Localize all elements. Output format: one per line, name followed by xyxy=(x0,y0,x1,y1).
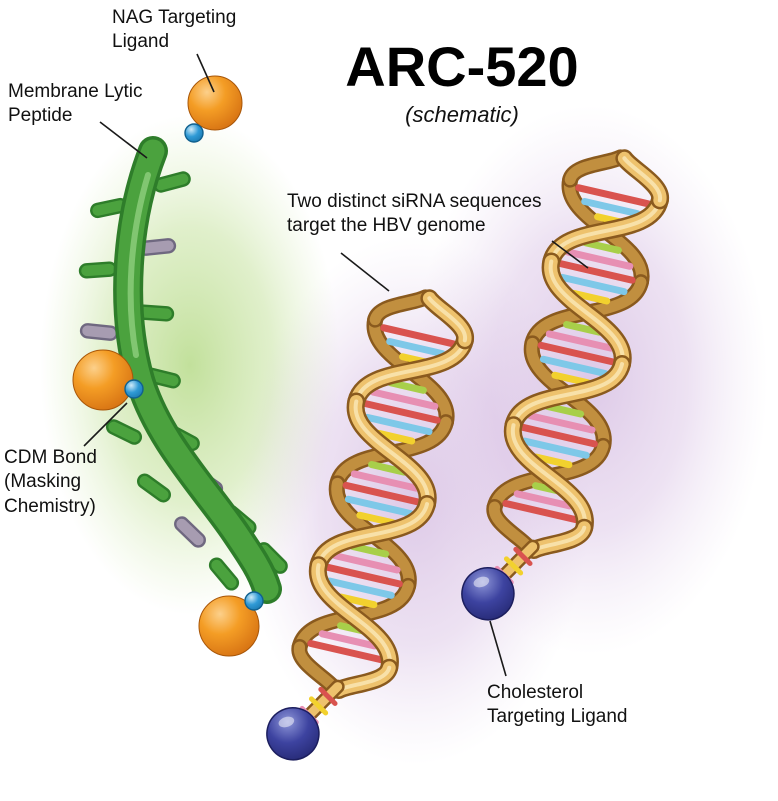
side-chain-masked xyxy=(174,516,206,548)
pointer-lines xyxy=(83,53,589,677)
tail-tick xyxy=(318,686,338,706)
nag-ligand-sphere xyxy=(187,75,243,131)
base-pair-rung xyxy=(532,453,573,469)
side-chain xyxy=(78,261,118,279)
base-pair-rung xyxy=(575,184,653,208)
nag-ligand-sphere xyxy=(198,595,260,657)
cholesterol-pointer-line xyxy=(489,620,507,677)
sirna-helix-left xyxy=(266,289,474,761)
cdm-bond-label: CDM Bond (Masking Chemistry) xyxy=(4,447,97,517)
base-pair-rung xyxy=(564,248,634,270)
sirna-pointer-line-left xyxy=(340,252,390,292)
base-pair-rung xyxy=(326,577,395,599)
cdm-bond-dot xyxy=(244,591,264,611)
base-pair-rung xyxy=(323,563,403,588)
base-pair-rung xyxy=(526,412,596,434)
base-pair-rung xyxy=(356,511,397,527)
sphere-highlight xyxy=(473,576,490,588)
base-pair-rung xyxy=(581,239,622,254)
helix-strand-highlight xyxy=(510,423,587,530)
cdm-pointer-line xyxy=(83,402,128,447)
base-pair-rung xyxy=(563,321,604,336)
base-pair-rung xyxy=(539,355,609,377)
base-pair-rung xyxy=(350,470,420,492)
helix-strand-highlight xyxy=(511,362,625,428)
base-pair-rung xyxy=(344,495,414,517)
tail-tick xyxy=(513,546,533,566)
base-pair-rung xyxy=(386,337,446,358)
nag-ligand-sphere xyxy=(72,349,134,411)
helix-strand-highlight xyxy=(622,156,662,203)
base-pair-rung xyxy=(558,273,628,296)
helix-strand-highlight xyxy=(353,399,430,507)
helix-strand-highlight xyxy=(548,259,625,367)
sphere-highlight xyxy=(278,716,295,728)
base-pair-rung xyxy=(331,552,401,574)
side-chain xyxy=(208,557,240,591)
sirna-helices xyxy=(266,149,669,761)
helix-strand-highlight xyxy=(315,563,392,670)
side-chain-masked xyxy=(79,323,119,341)
cdm-bond-dot xyxy=(124,379,144,399)
base-pair-rung xyxy=(502,499,580,524)
page-subtitle: (schematic) xyxy=(405,102,519,127)
membrane-pointer-line xyxy=(99,121,148,159)
nag-pointer-line xyxy=(196,53,215,93)
base-pair-rung xyxy=(369,388,439,410)
base-pair-rung xyxy=(570,289,611,305)
side-chain xyxy=(136,473,172,503)
base-pair-rung xyxy=(318,630,379,650)
peptide-highlight xyxy=(127,172,151,358)
cholesterol-ligand-label: Cholesterol Targeting Ligand xyxy=(487,682,628,728)
base-pair-rung xyxy=(307,639,385,664)
base-pair-rung xyxy=(380,324,458,348)
base-pair-rung xyxy=(537,341,617,366)
base-pair-rung xyxy=(513,490,574,510)
base-pair-rung xyxy=(518,423,598,448)
helix-strand-highlight xyxy=(316,502,430,568)
base-pair-rung xyxy=(368,461,409,476)
base-pair-rung xyxy=(386,379,427,394)
side-chain xyxy=(105,419,143,445)
base-pair-rung xyxy=(349,542,390,558)
membrane-lytic-peptide xyxy=(72,75,288,657)
sirna-label: Two distinct siRNA sequences target the … xyxy=(287,191,542,237)
base-pair-rung xyxy=(581,197,641,218)
helix-strand-highlight xyxy=(427,296,467,343)
sirna-pointer-line-right xyxy=(551,240,589,269)
sirna-helix-right xyxy=(461,149,669,621)
helix-strand-highlight xyxy=(549,198,662,264)
membrane-peptide-label: Membrane Lytic Peptide xyxy=(8,81,143,127)
tail-tick xyxy=(503,556,524,576)
base-pair-rung xyxy=(375,429,416,445)
base-pair-rung xyxy=(521,437,590,459)
page-title: ARC-520 xyxy=(345,35,579,98)
base-pair-rung xyxy=(337,593,378,609)
cdm-bond-dot xyxy=(184,123,204,143)
helix-strand-highlight xyxy=(354,338,467,404)
base-pair-rung xyxy=(544,402,585,418)
base-pair-rung xyxy=(556,260,636,284)
base-pair-rung xyxy=(361,400,441,424)
base-pair-rung xyxy=(551,371,592,387)
nag-ligand-label: NAG Targeting Ligand xyxy=(112,7,237,53)
base-pair-rung xyxy=(342,481,422,506)
base-pair-rung xyxy=(545,330,615,352)
tail-tick xyxy=(308,696,329,716)
base-pair-rung xyxy=(363,413,433,436)
